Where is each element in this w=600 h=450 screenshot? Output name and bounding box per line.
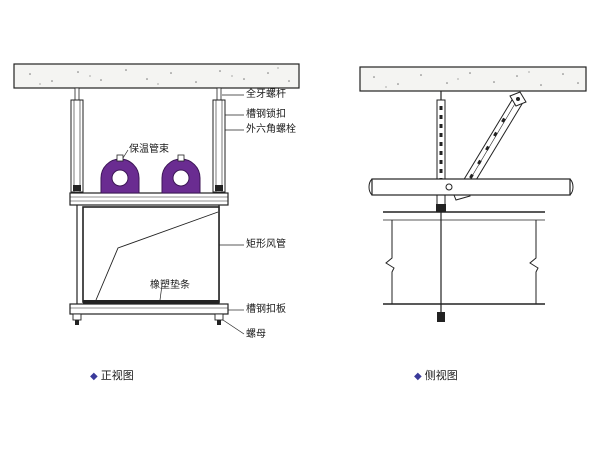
label-hex-bolt: 外六角螺栓 bbox=[246, 124, 296, 135]
bottom-channel-beam bbox=[69, 303, 229, 315]
front-concrete-slab bbox=[13, 63, 300, 89]
insulated-pipe-clamp-left bbox=[100, 154, 140, 194]
label-rubber-pad: 橡塑垫条 bbox=[150, 280, 190, 291]
insulated-pipe-clamp-right bbox=[161, 154, 201, 194]
caption-front-view: ◆正视图 bbox=[90, 369, 134, 384]
diamond-bullet-icon: ◆ bbox=[414, 371, 422, 382]
side-threaded-rod bbox=[436, 91, 446, 322]
label-channel-lock: 槽钢锁扣 bbox=[246, 109, 286, 120]
side-view-caption: 侧视图 bbox=[424, 369, 458, 382]
rubber-pad-strip bbox=[83, 300, 219, 304]
bottom-nuts bbox=[72, 313, 224, 325]
front-view bbox=[13, 63, 300, 335]
label-channel-buckle-plate: 槽钢扣板 bbox=[246, 304, 286, 315]
side-concrete-slab bbox=[359, 66, 587, 92]
label-insulated-clamp: 保温管束 bbox=[129, 144, 169, 155]
label-threaded-rod: 全牙螺杆 bbox=[246, 89, 286, 100]
top-channel-beam bbox=[69, 192, 229, 206]
diamond-bullet-icon: ◆ bbox=[90, 371, 98, 382]
front-view-caption: 正视图 bbox=[100, 369, 134, 382]
label-rect-duct: 矩形风管 bbox=[246, 239, 286, 250]
front-leader-lines bbox=[122, 94, 245, 335]
side-pipe bbox=[368, 178, 574, 196]
caption-side-view: ◆侧视图 bbox=[414, 369, 458, 384]
side-view bbox=[359, 66, 587, 322]
label-nut: 螺母 bbox=[246, 329, 266, 340]
left-threaded-rod bbox=[70, 87, 84, 325]
side-duct bbox=[383, 211, 545, 305]
